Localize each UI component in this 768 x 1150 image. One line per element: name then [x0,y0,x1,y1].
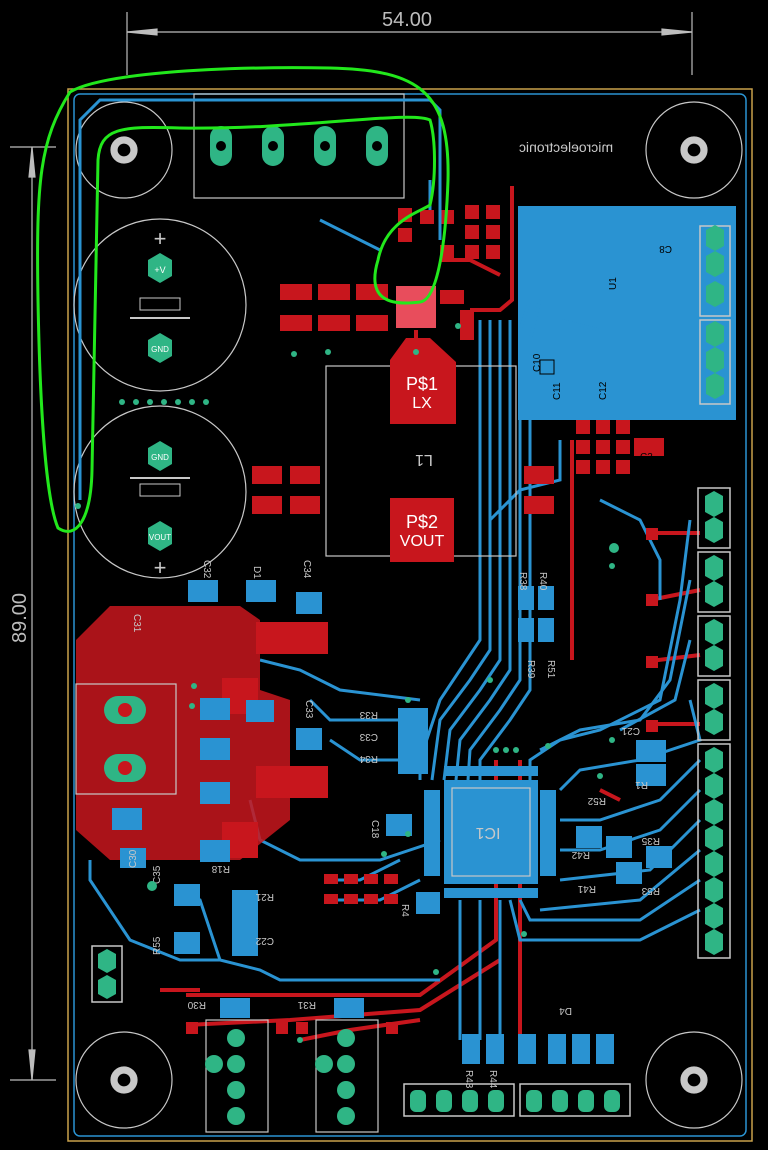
inductor-l1[interactable]: P$1 LX P$2 VOUT L1 [325,338,517,562]
electrolytic-capacitor-bottom[interactable]: + GND VOUT [73,405,247,580]
silk-label: C11 [552,382,563,400]
regulator-pads[interactable] [280,205,610,340]
silk-label: R42 [571,849,590,860]
silk-label: R43 [463,1070,474,1089]
cap-pin-label: +V [154,265,165,275]
right-headers[interactable] [697,487,731,959]
cap-pad-gnd [148,441,172,471]
vias [75,323,619,1043]
silk-label: R33 [359,709,378,720]
highlight-annotation [36,66,450,533]
bottom-copper-pour [518,206,736,420]
ground-pour-outline [73,93,747,1137]
bottom-pour-pads[interactable] [539,225,731,405]
microcontroller-ic1[interactable]: IC1 [424,766,556,898]
silk-label: R41 [577,883,596,894]
silk-label: R51 [545,660,556,679]
dimension-width: 54.00 [126,9,693,75]
silk-label: R18 [211,863,230,874]
silk-label: C8 [659,243,672,254]
silk-label: C32 [201,560,212,579]
silk-label: C31 [131,614,142,633]
height-dimension-label: 89.00 [9,593,31,643]
mirrored-silk-text: microelectronic [519,139,613,155]
silk-label: C22 [255,935,274,946]
silk-label: D1 [251,566,262,579]
jack-connectors[interactable] [205,1019,379,1133]
dimension-height: 89.00 [9,146,56,1081]
silk-label: R44 [487,1070,498,1089]
electrolytic-capacitor-top[interactable]: + +V GND [73,218,247,392]
smd-pads-mid[interactable] [252,420,664,732]
top-copper-pour-left [76,606,290,860]
width-dimension-label: 54.00 [382,9,432,31]
silk-label: R40 [537,572,548,591]
silk-label: R34 [359,753,378,764]
silk-label: C10 [532,353,543,372]
silk-label: R53 [641,885,660,896]
inductor-pad-lx [390,338,456,424]
silk-label: C3 [640,452,653,463]
silk-label: R38 [517,572,528,591]
cap-pad-gnd [148,333,172,363]
silk-label: C34 [301,560,312,579]
inductor-pad-vout [390,498,454,562]
silk-label: C35 [152,865,163,884]
jack-smd-pads[interactable] [186,874,398,1034]
mounting-holes [75,101,743,1129]
cap-pad-plus [148,253,172,283]
silk-label: C21 [621,725,640,736]
pad-name: P$2 [406,512,438,532]
power-connector-top[interactable] [193,93,405,199]
silk-label: C12 [598,381,609,400]
pad-name: P$1 [406,374,438,394]
cap-pad-vout [148,521,172,551]
inductor-name: L1 [415,451,433,468]
silk-label: R55 [152,936,163,955]
ic-label: IC1 [475,824,500,841]
silk-label: C30 [128,849,139,868]
silk-label: R35 [641,835,660,846]
bottom-headers[interactable] [91,945,631,1117]
silk-label: R1 [635,779,648,790]
silk-label: R30 [187,999,206,1010]
cap-pin-label: GND [151,453,169,462]
cap-plus-mark: + [154,226,167,251]
silk-label: R52 [587,795,606,806]
pad-signal: LX [412,395,432,412]
cap-plus-mark: + [154,555,167,580]
silk-label: C18 [369,820,380,839]
pad-signal: VOUT [400,533,445,550]
cap-pin-label: GND [151,345,169,354]
silk-label: R4 [399,904,410,917]
silk-label: C33 [303,700,314,719]
silk-label: D4 [559,1005,572,1016]
left-smd-parts[interactable] [112,580,440,1018]
cap-pin-label: VOUT [149,533,171,542]
bottom-traces [78,98,702,1040]
resistor-array[interactable] [462,586,672,1064]
silk-label: R31 [297,999,316,1010]
silk-label: C33 [359,731,378,742]
silk-label: R21 [255,891,274,902]
silk-label: U1 [608,277,619,290]
silk-label: R39 [525,660,536,679]
